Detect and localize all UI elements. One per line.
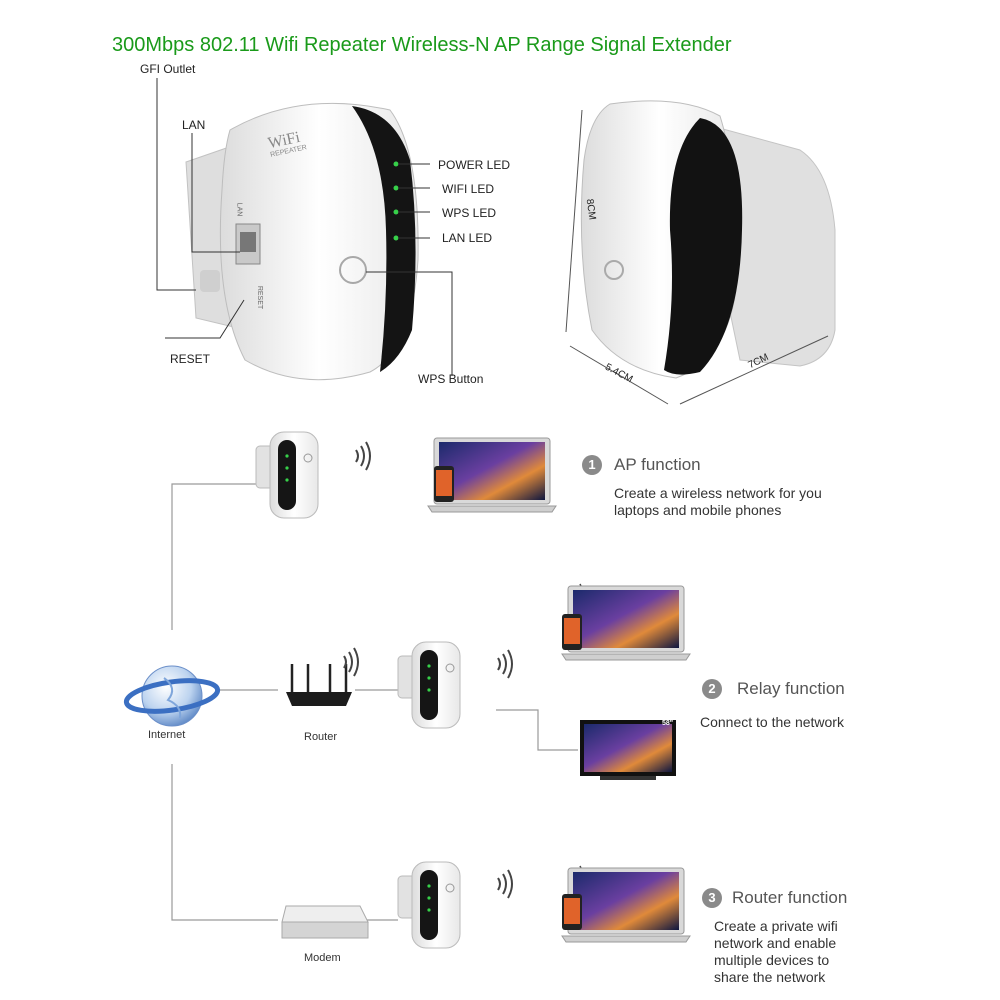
- product-front-view: [156, 78, 453, 381]
- side-reset-text: RESET: [256, 285, 264, 310]
- function-title-ap: AP function: [614, 455, 701, 474]
- router-device: [286, 664, 352, 706]
- side-lan-text: LAN: [235, 202, 243, 217]
- page-title: 300Mbps 802.11 Wifi Repeater Wireless-N …: [112, 34, 732, 56]
- desc-line: laptops and mobile phones: [614, 502, 782, 518]
- lan-label: LAN: [182, 118, 206, 132]
- router-fn-waves-icon: [497, 869, 513, 899]
- internet-label: Internet: [148, 729, 186, 741]
- desc-line: multiple devices to: [714, 952, 830, 968]
- tv-device: [580, 720, 676, 780]
- function-title-relay: Relay function: [737, 679, 845, 698]
- function-number-1: 1: [582, 455, 602, 475]
- lan-led-label: LAN LED: [442, 231, 493, 245]
- function-desc-ap: Create a wireless network for you laptop…: [614, 485, 822, 519]
- function-number-3: 3: [702, 888, 722, 908]
- product-dimension-view: [565, 100, 836, 405]
- desc-line: Create a private wifi: [714, 918, 838, 934]
- desc-line: network and enable: [714, 935, 837, 951]
- repeater-router: [397, 861, 461, 949]
- phone-relay: [562, 614, 582, 650]
- desc-line: Create a wireless network for you: [614, 485, 822, 501]
- tv-size-badge: 58": [662, 720, 674, 727]
- repeater-relay: [397, 641, 461, 729]
- network-lines: [171, 483, 578, 921]
- modem-label: Modem: [304, 952, 341, 964]
- function-desc-relay: Connect to the network: [700, 714, 844, 731]
- reset-label: RESET: [170, 352, 211, 366]
- phone-ap: [434, 466, 454, 502]
- desc-line: share the network: [714, 969, 826, 985]
- power-led-label: POWER LED: [438, 158, 511, 172]
- repeater-ap: [255, 431, 319, 519]
- desc-line: Connect to the network: [700, 714, 844, 730]
- relay-waves-icon: [497, 649, 513, 679]
- modem-device: [281, 905, 369, 939]
- wifi-led-label: WIFI LED: [442, 182, 495, 196]
- wifi-waves-icon: [355, 441, 371, 471]
- internet-globe-icon: [123, 665, 221, 727]
- wps-led-label: WPS LED: [442, 206, 497, 220]
- gfi-outlet-label: GFI Outlet: [140, 62, 196, 76]
- phone-router: [562, 894, 582, 930]
- function-number-2: 2: [702, 679, 722, 699]
- router-label: Router: [304, 731, 338, 743]
- wps-button-label: WPS Button: [418, 372, 484, 386]
- function-title-router: Router function: [732, 888, 848, 907]
- function-desc-router: Create a private wifi network and enable…: [714, 918, 838, 986]
